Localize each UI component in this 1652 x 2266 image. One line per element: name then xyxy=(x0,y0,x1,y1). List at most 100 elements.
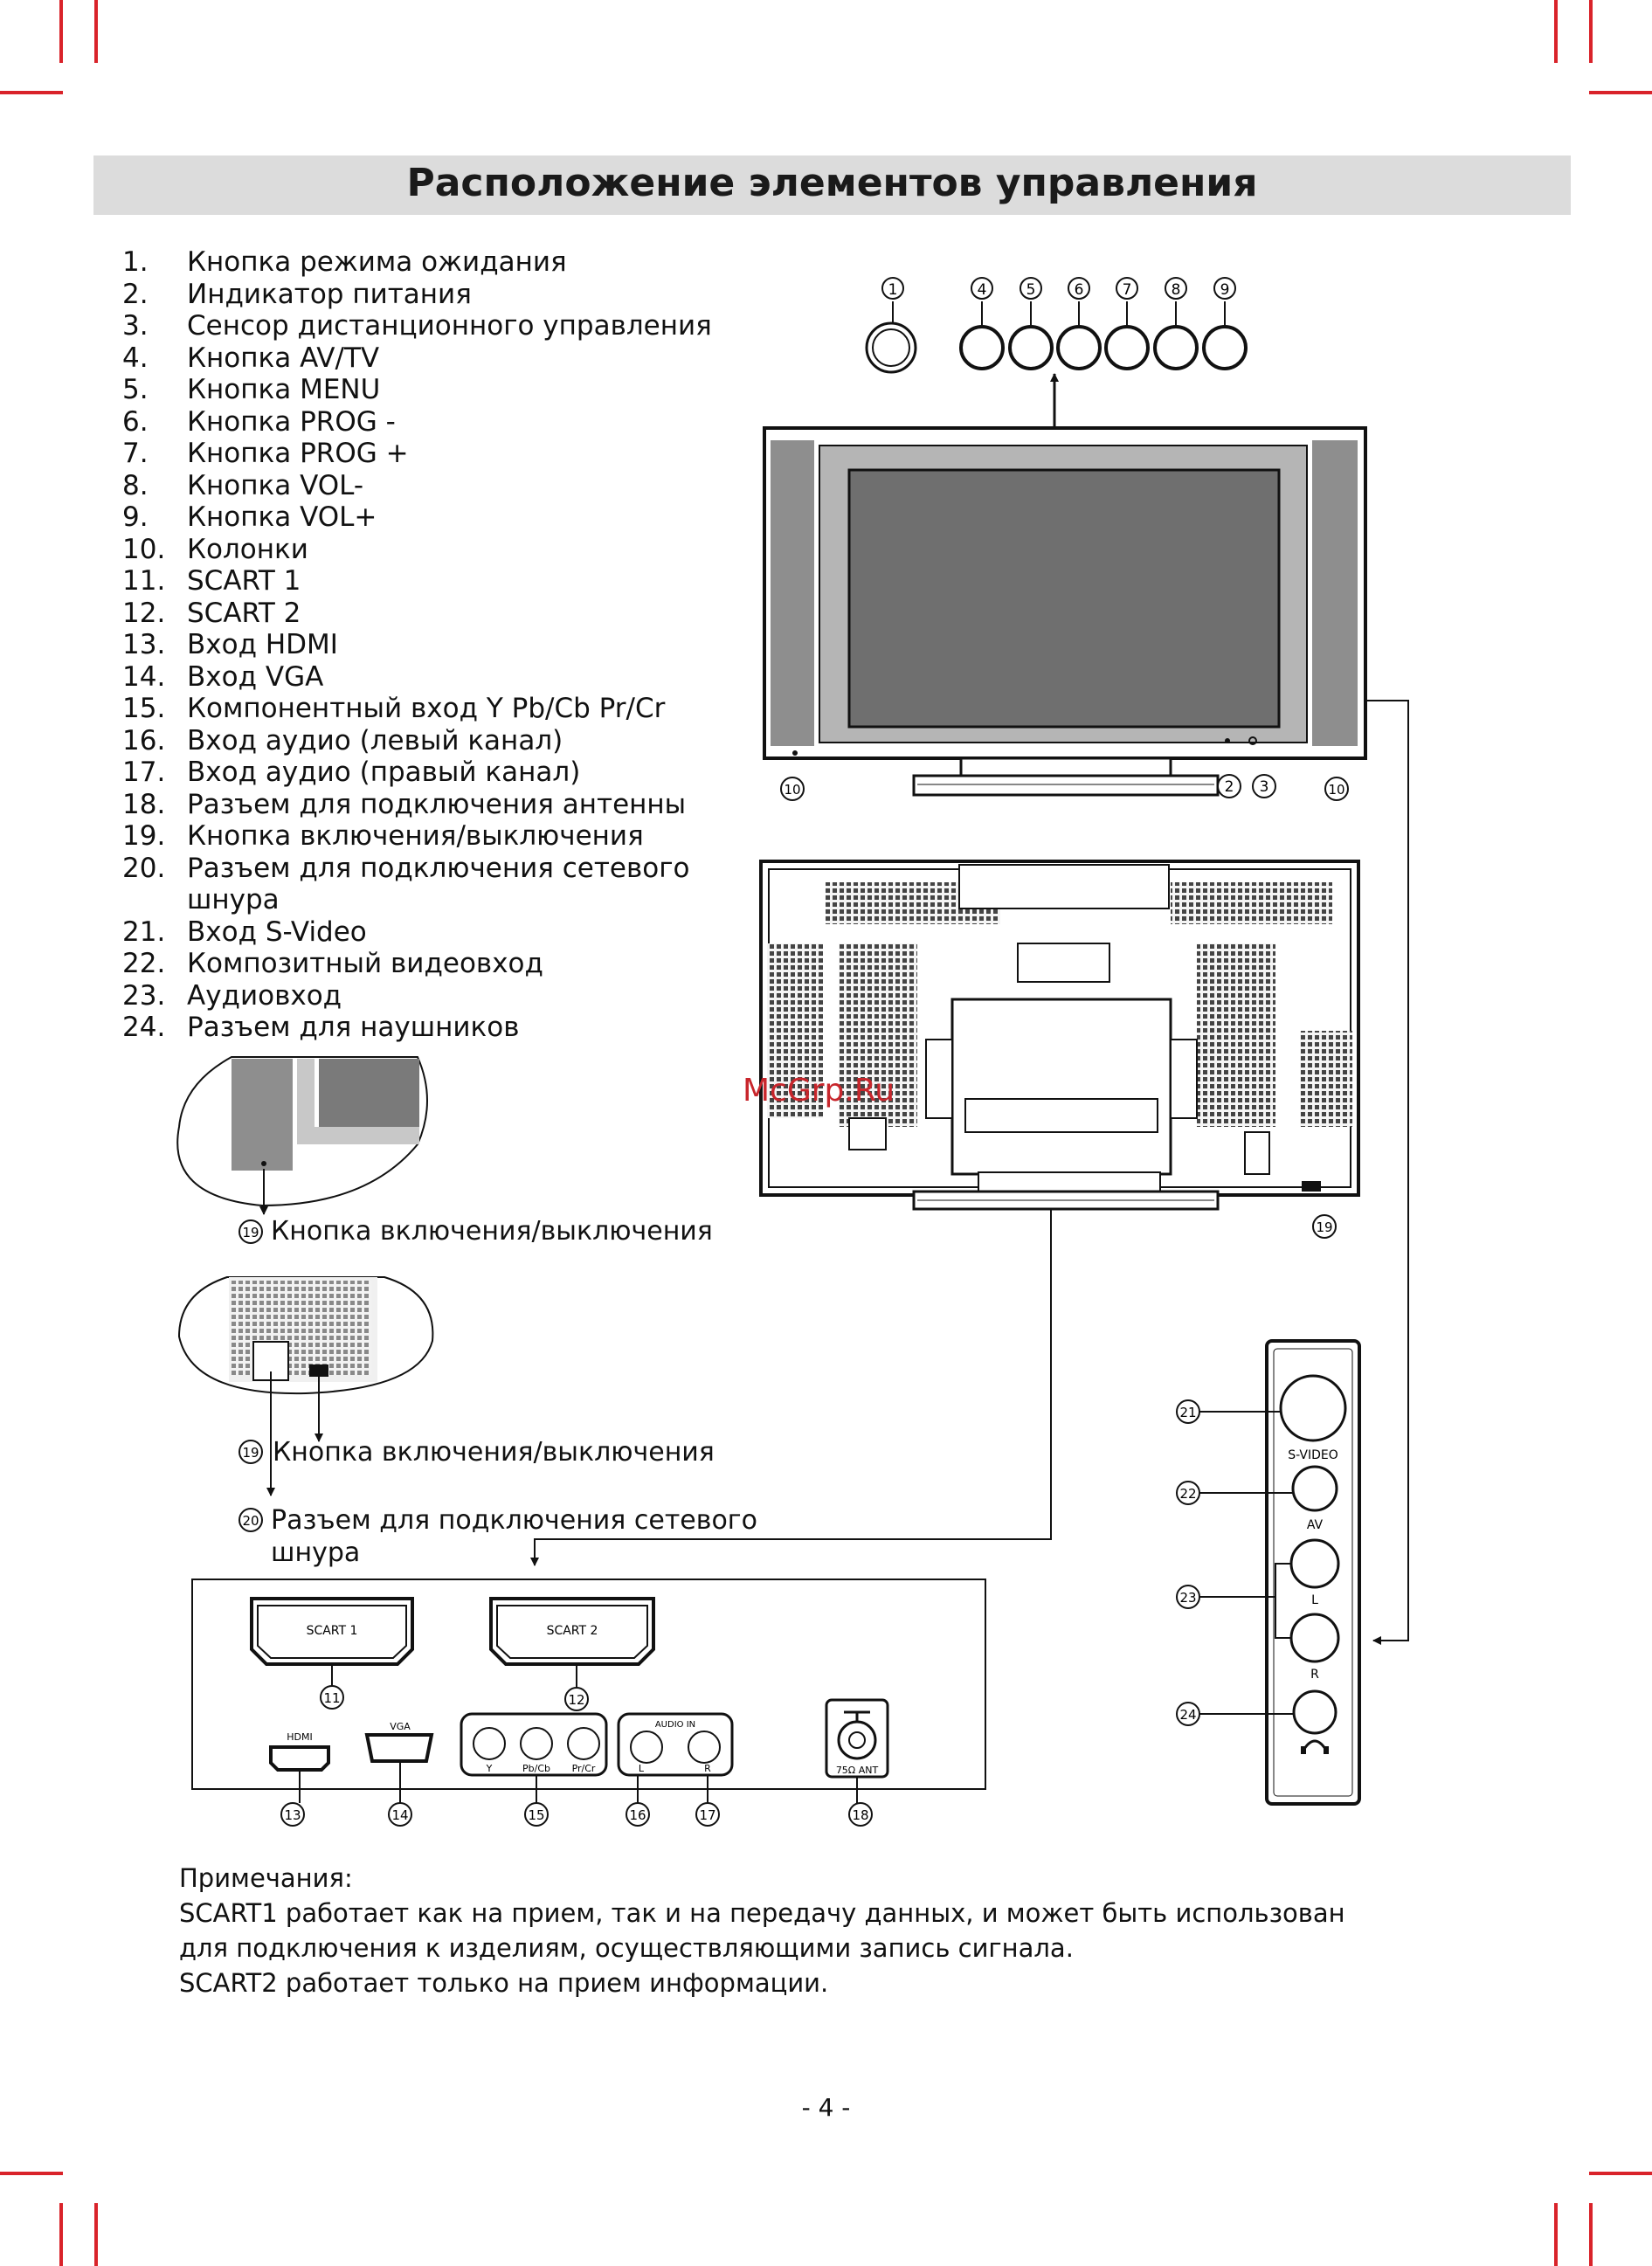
svg-text:20: 20 xyxy=(242,1513,259,1529)
side-connector-panel: S-VIDEO AV L R 21 22 23 24 xyxy=(1176,1339,1361,1806)
button-badges: 1 4 5 6 7 8 9 xyxy=(881,277,1236,300)
tv-back-view: 19 xyxy=(530,860,1360,1566)
legend-item-text: Вход VGA xyxy=(187,660,324,693)
button-row xyxy=(959,325,1248,370)
legend-item: 9.Кнопка VOL+ xyxy=(122,501,712,534)
legend-item: 10. Колонки xyxy=(122,534,712,566)
legend-item: 13.Вход HDMI xyxy=(122,629,712,661)
legend-item-number: 12. xyxy=(122,597,166,629)
svg-text:19: 19 xyxy=(242,1445,259,1461)
legend-item-text: Кнопка PROG + xyxy=(187,438,409,469)
legend-item-number: 10. xyxy=(122,533,166,565)
legend-item-text: Компонентный вход Y Pb/Cb Pr/Cr xyxy=(187,693,666,724)
legend-item-number: 13. xyxy=(122,629,166,660)
svg-text:15: 15 xyxy=(528,1807,544,1823)
svg-text:24: 24 xyxy=(1179,1707,1196,1723)
av-label: AV xyxy=(1307,1518,1324,1532)
legend-item-text: Разъем для наушников xyxy=(187,1012,520,1043)
legend-item-text: Кнопка включения/выключения xyxy=(187,820,644,852)
svg-text:Pb/Cb: Pb/Cb xyxy=(522,1763,550,1774)
svg-text:3: 3 xyxy=(1260,778,1269,796)
legend-item-continuation: шнура xyxy=(187,884,280,915)
svg-text:21: 21 xyxy=(1179,1405,1196,1420)
svg-text:R: R xyxy=(1310,1668,1319,1682)
rear-connector-panel: SCART 1 SCART 2 HDMI VGA Y Pb/Cb Pr/Cr A… xyxy=(191,1579,986,1827)
legend-item: 1. Кнопка режима ожидания xyxy=(122,246,712,279)
legend-item-text: Кнопка режима ожидания xyxy=(187,246,567,278)
svg-text:2: 2 xyxy=(1225,778,1234,796)
notes-line-2: для подключения к изделиям, осуществляющ… xyxy=(179,1933,1074,1963)
vga-port-label: VGA xyxy=(390,1721,411,1732)
notes-line-3: SCART2 работает только на прием информац… xyxy=(179,1968,829,1998)
legend-item-number: 17. xyxy=(122,756,166,788)
control-buttons: 1 4 5 6 7 8 9 xyxy=(865,277,1248,432)
legend-item: 17. Вход аудио (правый канал) xyxy=(122,756,712,789)
svg-text:23: 23 xyxy=(1179,1590,1196,1606)
legend-item: 14. Вход VGA xyxy=(122,661,712,694)
side-badges: 21 22 23 24 xyxy=(1176,1399,1200,1726)
legend-item-number: 20. xyxy=(122,852,166,884)
legend-item-number: 22. xyxy=(122,948,166,979)
legend-item-text: Кнопка AV/TV xyxy=(187,342,380,374)
legend-item-number: 24. xyxy=(122,1012,166,1043)
legend-item-text: Вход S-Video xyxy=(187,915,367,948)
legend-item-number: 21. xyxy=(122,915,166,948)
legend-item-text: Аудиовход xyxy=(187,979,342,1012)
antenna-label: 75Ω ANT xyxy=(836,1765,879,1776)
page-title: Расположение элементов управления xyxy=(406,161,1258,205)
legend-item-text: Вход аудио (правый канал) xyxy=(187,756,581,788)
tv-front-view: 10 2 3 10 xyxy=(763,426,1409,1645)
svg-text:R: R xyxy=(704,1763,711,1774)
legend-item: 7. Кнопка PROG + xyxy=(122,438,712,470)
legend-item-text: Кнопка VOL- xyxy=(187,469,364,501)
notes-line-1: SCART1 работает как на прием, так и на п… xyxy=(179,1898,1345,1928)
legend-item: 24. Разъем для наушников xyxy=(122,1012,712,1044)
legend-item: 12.SCART 2 xyxy=(122,598,712,630)
legend-item-text: Колонки xyxy=(187,533,308,565)
legend-item-number: 7. xyxy=(122,438,149,469)
legend-item-text: Сенсор дистанционного управления xyxy=(187,310,712,342)
legend-item-number: 1. xyxy=(122,246,149,278)
callout-power-2: Кнопка включения/выключения xyxy=(273,1437,715,1468)
svg-text:16: 16 xyxy=(629,1807,646,1823)
legend-item: 23.Аудиовход xyxy=(122,980,712,1012)
svg-text:12: 12 xyxy=(568,1692,584,1708)
legend-item-number: 16. xyxy=(122,724,166,756)
scart1-port-label: SCART 1 xyxy=(307,1624,358,1638)
legend-item-number: 19. xyxy=(122,820,166,852)
badge-1: 1 xyxy=(888,281,898,299)
detail-power-connector: 19 20 xyxy=(177,1276,434,1532)
svg-text:19: 19 xyxy=(242,1225,259,1240)
badge-5: 5 xyxy=(1026,281,1036,299)
legend-item-text: Кнопка MENU xyxy=(187,374,381,405)
legend-item: 16.Вход аудио (левый канал) xyxy=(122,725,712,757)
legend-item-number: 14. xyxy=(122,660,166,693)
svg-text:13: 13 xyxy=(284,1807,301,1823)
callout-power-1: Кнопка включения/выключения xyxy=(271,1216,713,1247)
audio-in-label: AUDIO IN xyxy=(655,1720,695,1730)
legend-item-text: Композитный видеовход xyxy=(187,948,543,979)
legend-item: 15. Компонентный вход Y Pb/Cb Pr/Cr xyxy=(122,693,712,725)
svg-text:10: 10 xyxy=(1328,782,1344,798)
legend-item-text: Кнопка VOL+ xyxy=(187,501,377,533)
legend-item-text: Разъем для подключения антенны xyxy=(187,788,687,820)
page-number: - 4 - xyxy=(801,2093,851,2122)
svideo-label: S-VIDEO xyxy=(1288,1448,1337,1462)
hdmi-port-label: HDMI xyxy=(287,1731,312,1743)
title-bar: Расположение элементов управления xyxy=(93,155,1571,215)
front-badges: 10 2 3 10 xyxy=(780,774,1349,801)
badge-9: 9 xyxy=(1220,281,1230,299)
badge-4: 4 xyxy=(978,281,987,299)
legend-item-number: 8. xyxy=(122,469,149,501)
legend-item: 11.SCART 1 xyxy=(122,565,712,598)
legend-item: 20.Разъем для подключения сетевого xyxy=(122,853,712,885)
badge-6: 6 xyxy=(1075,281,1084,299)
legend-item-number: 15. xyxy=(122,693,166,724)
badge-19-back: 19 xyxy=(1316,1219,1332,1235)
standby-button xyxy=(865,321,917,374)
legend-item: 6.Кнопка PROG - xyxy=(122,406,712,439)
svg-text:18: 18 xyxy=(852,1807,868,1823)
legend-item: 19. Кнопка включения/выключения xyxy=(122,820,712,853)
